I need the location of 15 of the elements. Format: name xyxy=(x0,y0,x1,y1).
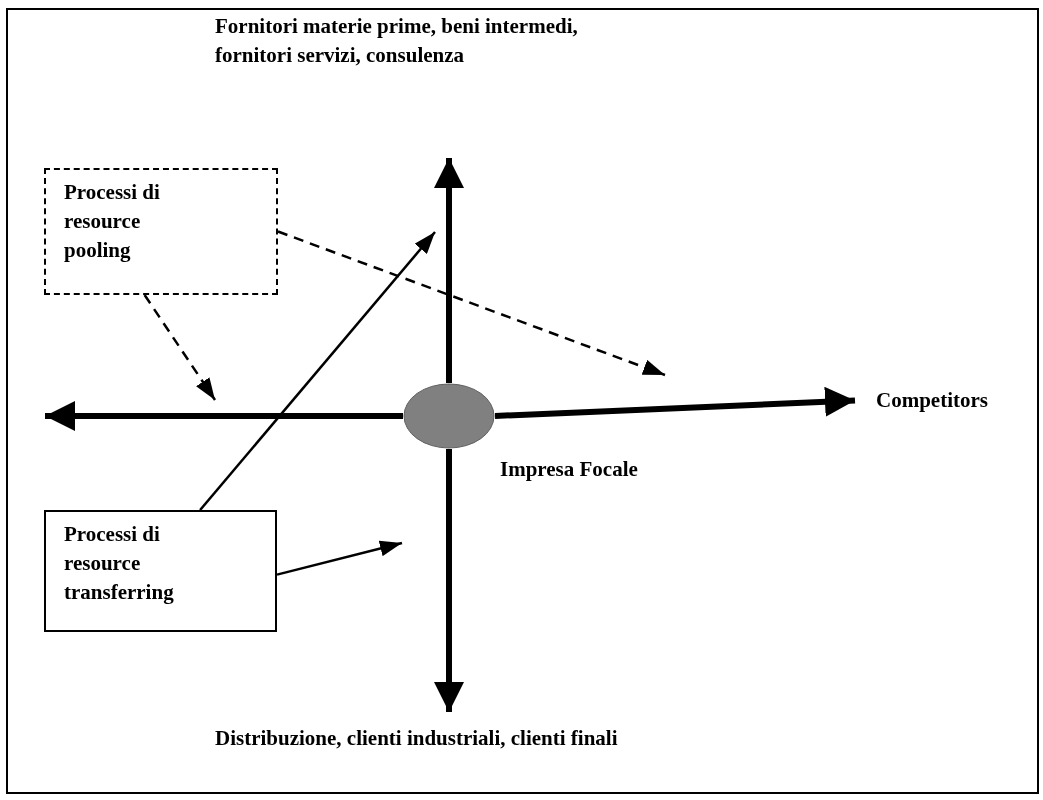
dashed-arrow xyxy=(143,294,217,401)
axis-arrow xyxy=(434,158,464,383)
process-box: Processi di resource transferring xyxy=(44,510,277,632)
arrow xyxy=(276,540,403,576)
axis-arrow xyxy=(494,386,856,419)
focal-ellipse xyxy=(403,383,495,449)
process-box: Processi di resource pooling xyxy=(44,168,278,295)
axis-arrow xyxy=(434,449,464,712)
dashed-arrow xyxy=(277,230,666,377)
node-caption: Impresa Focale xyxy=(500,456,639,483)
axis-arrow xyxy=(45,401,403,431)
axis-end-label: Competitors xyxy=(876,386,1036,415)
axis-end-label: Distribuzione, clienti industriali, clienti finali xyxy=(215,724,635,753)
arrow xyxy=(199,231,436,511)
axis-end-label: Fornitori materie prime, beni intermedi, fornitori servizi, consulenza xyxy=(215,12,635,70)
